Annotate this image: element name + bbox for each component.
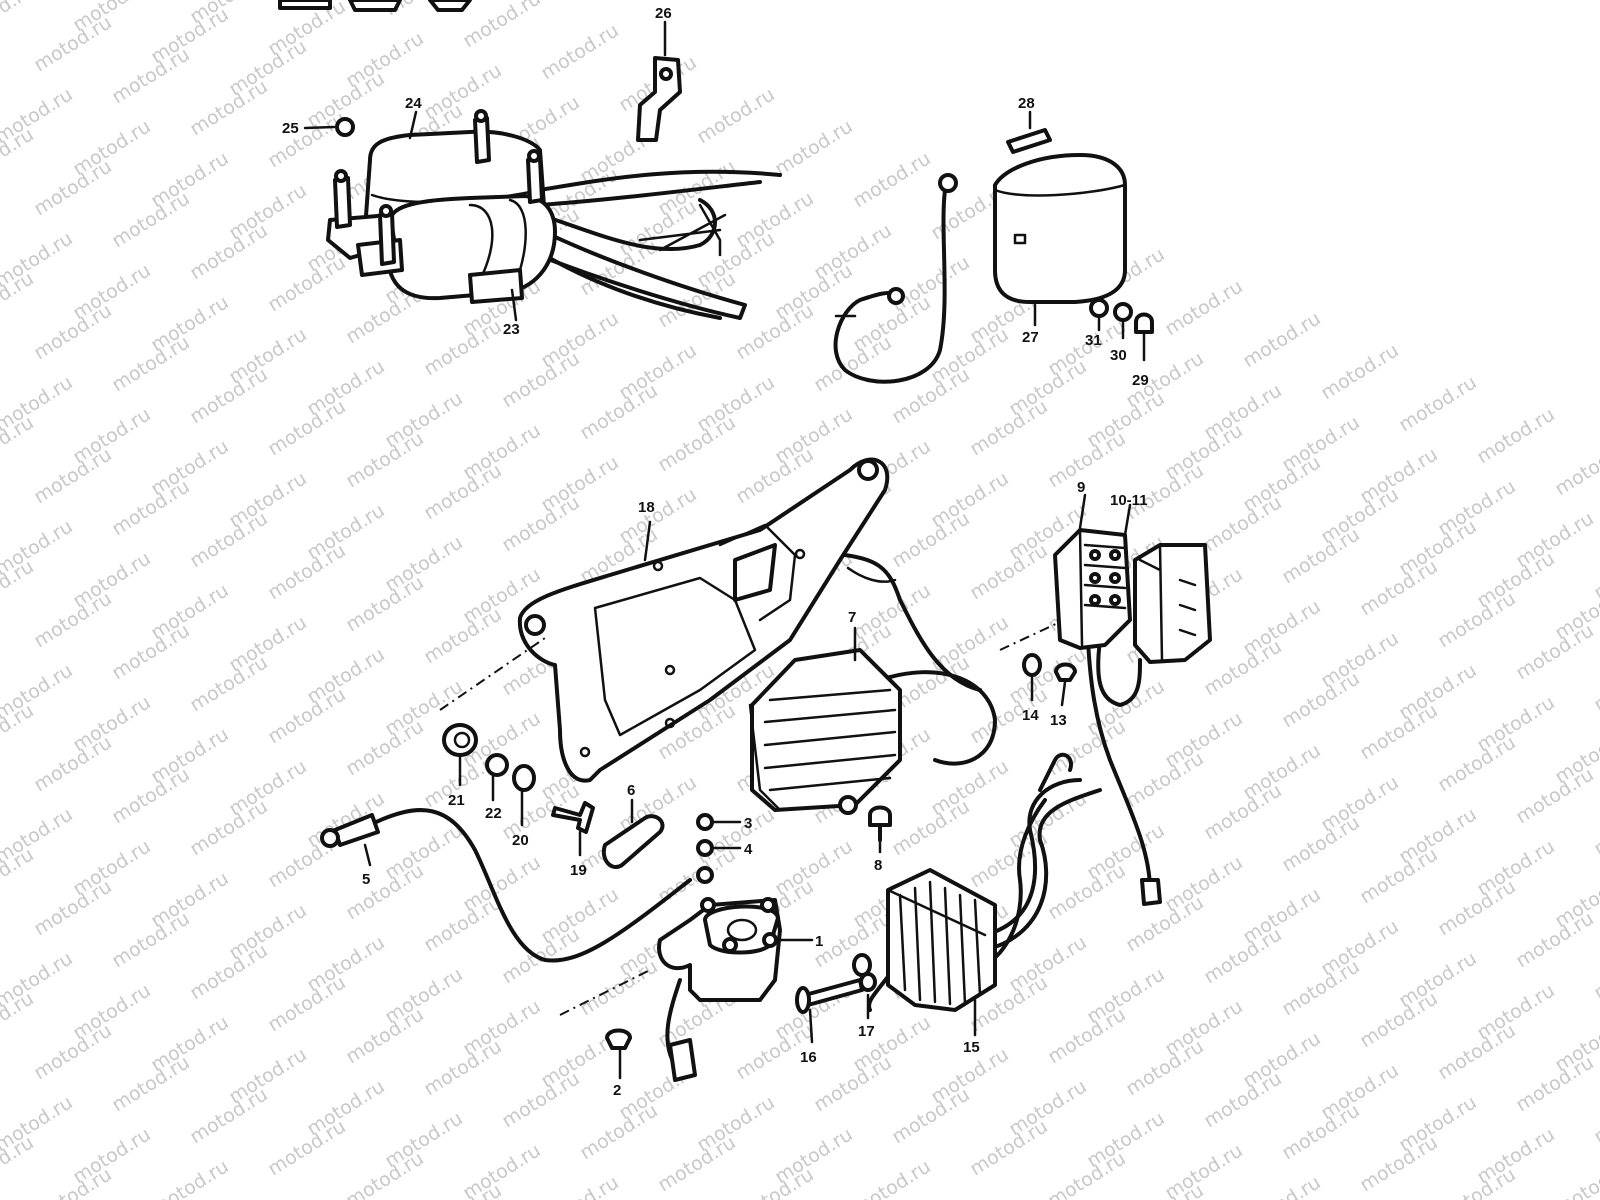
callout-30: 31 <box>1085 332 1102 349</box>
watermark-text: motod.ru <box>1551 435 1600 500</box>
callout-10-11: 10-11 <box>1110 492 1148 509</box>
callout-12: 13 <box>1050 712 1067 729</box>
relay-fasteners-28-30: 31 30 29 <box>1085 298 1154 389</box>
watermark-text: motod.ru <box>1590 795 1600 860</box>
fuse-27: 28 <box>1006 95 1052 154</box>
watermark-text: motod.ru <box>0 0 38 44</box>
watermark-text: motod.ru <box>1590 1083 1600 1148</box>
relay-box-26: 27 <box>993 153 1127 346</box>
callout-15: 16 <box>800 1049 817 1066</box>
callout-3: 3 <box>744 815 752 832</box>
callout-28: 29 <box>1132 372 1149 389</box>
battery-cable-5: 5 <box>320 808 714 963</box>
screw-8: 8 <box>868 805 892 874</box>
screw-2: 2 <box>605 1028 632 1099</box>
callout-4: 4 <box>744 841 753 858</box>
watermark-text: motod.ru <box>771 115 857 180</box>
watermark-text: motod.ru <box>459 0 545 52</box>
callout-7: 7 <box>848 609 856 626</box>
callout-20: 21 <box>448 792 465 809</box>
watermark-text: motod.ru <box>147 1155 233 1200</box>
watermark-text: motod.ru <box>1590 939 1600 1004</box>
callout-9: 9 <box>1077 479 1085 496</box>
callout-29: 30 <box>1110 347 1127 364</box>
nut-24: 25 <box>282 117 355 137</box>
watermark-text: motod.ru <box>1161 1139 1247 1200</box>
callout-14: 15 <box>963 1039 980 1056</box>
top-edge-fragment <box>278 0 472 12</box>
screw-12-washer-13: 14 13 <box>1022 653 1077 729</box>
watermark-text: motod.ru <box>1473 403 1559 468</box>
watermark-text: motod.ru <box>693 83 779 148</box>
watermark-text: motod.ru <box>1239 307 1325 372</box>
watermark-text: motod.ru <box>1395 371 1481 436</box>
bushings-18-21: 21 22 20 19 <box>442 723 595 879</box>
callout-17: 18 <box>638 499 655 516</box>
rectifier-14: 15 <box>867 752 1102 1056</box>
watermark-text: motod.ru <box>1161 275 1247 340</box>
ground-lead-31 <box>833 173 958 384</box>
assembly-guide-lines <box>439 621 1061 1016</box>
fuse-box-9-and-cover-10-11: 9 10-11 <box>1053 479 1212 906</box>
callout-8: 8 <box>874 857 882 874</box>
watermark-text: motod.ru <box>1239 1171 1325 1200</box>
callout-25: 26 <box>655 5 672 22</box>
clamp-25: 26 <box>636 5 682 142</box>
callout-21: 22 <box>485 805 502 822</box>
callout-2: 2 <box>613 1082 621 1099</box>
watermark-text: motod.ru <box>849 1155 935 1200</box>
callout-19: 20 <box>512 832 529 849</box>
callout-26: 27 <box>1022 329 1039 346</box>
bolt-15-washer-16: 16 17 <box>795 953 877 1066</box>
watermark-text: motod.ru <box>1590 539 1600 604</box>
callout-27: 28 <box>1018 95 1035 112</box>
ignition-coil-assembly: 24 23 <box>326 95 782 338</box>
callout-6: 6 <box>627 782 635 799</box>
callout-24: 25 <box>282 120 299 137</box>
callout-23: 24 <box>405 95 422 112</box>
callout-16: 17 <box>858 1023 875 1040</box>
mounting-bracket-17: 18 <box>517 457 890 783</box>
callout-22: 23 <box>503 321 520 338</box>
watermark-text: motod.ru <box>459 1139 545 1200</box>
callout-1: 1 <box>815 933 823 950</box>
callout-5: 5 <box>362 871 370 888</box>
voltage-regulator-7: 7 <box>748 553 997 815</box>
terminal-cap-6-and-nuts: 6 3 4 <box>601 782 753 869</box>
watermark-text: motod.ru <box>1590 651 1600 716</box>
watermark-text: motod.ru <box>1317 339 1403 404</box>
watermark-text: motod.ru <box>1551 1155 1600 1200</box>
watermark-text: motod.ru <box>849 147 935 212</box>
callout-13: 14 <box>1022 707 1039 724</box>
watermark-text: motod.ru <box>537 19 623 84</box>
callout-18: 19 <box>570 862 587 879</box>
watermark-text: motod.ru <box>537 1171 623 1200</box>
starter-relay-1: 1 <box>657 897 823 1082</box>
